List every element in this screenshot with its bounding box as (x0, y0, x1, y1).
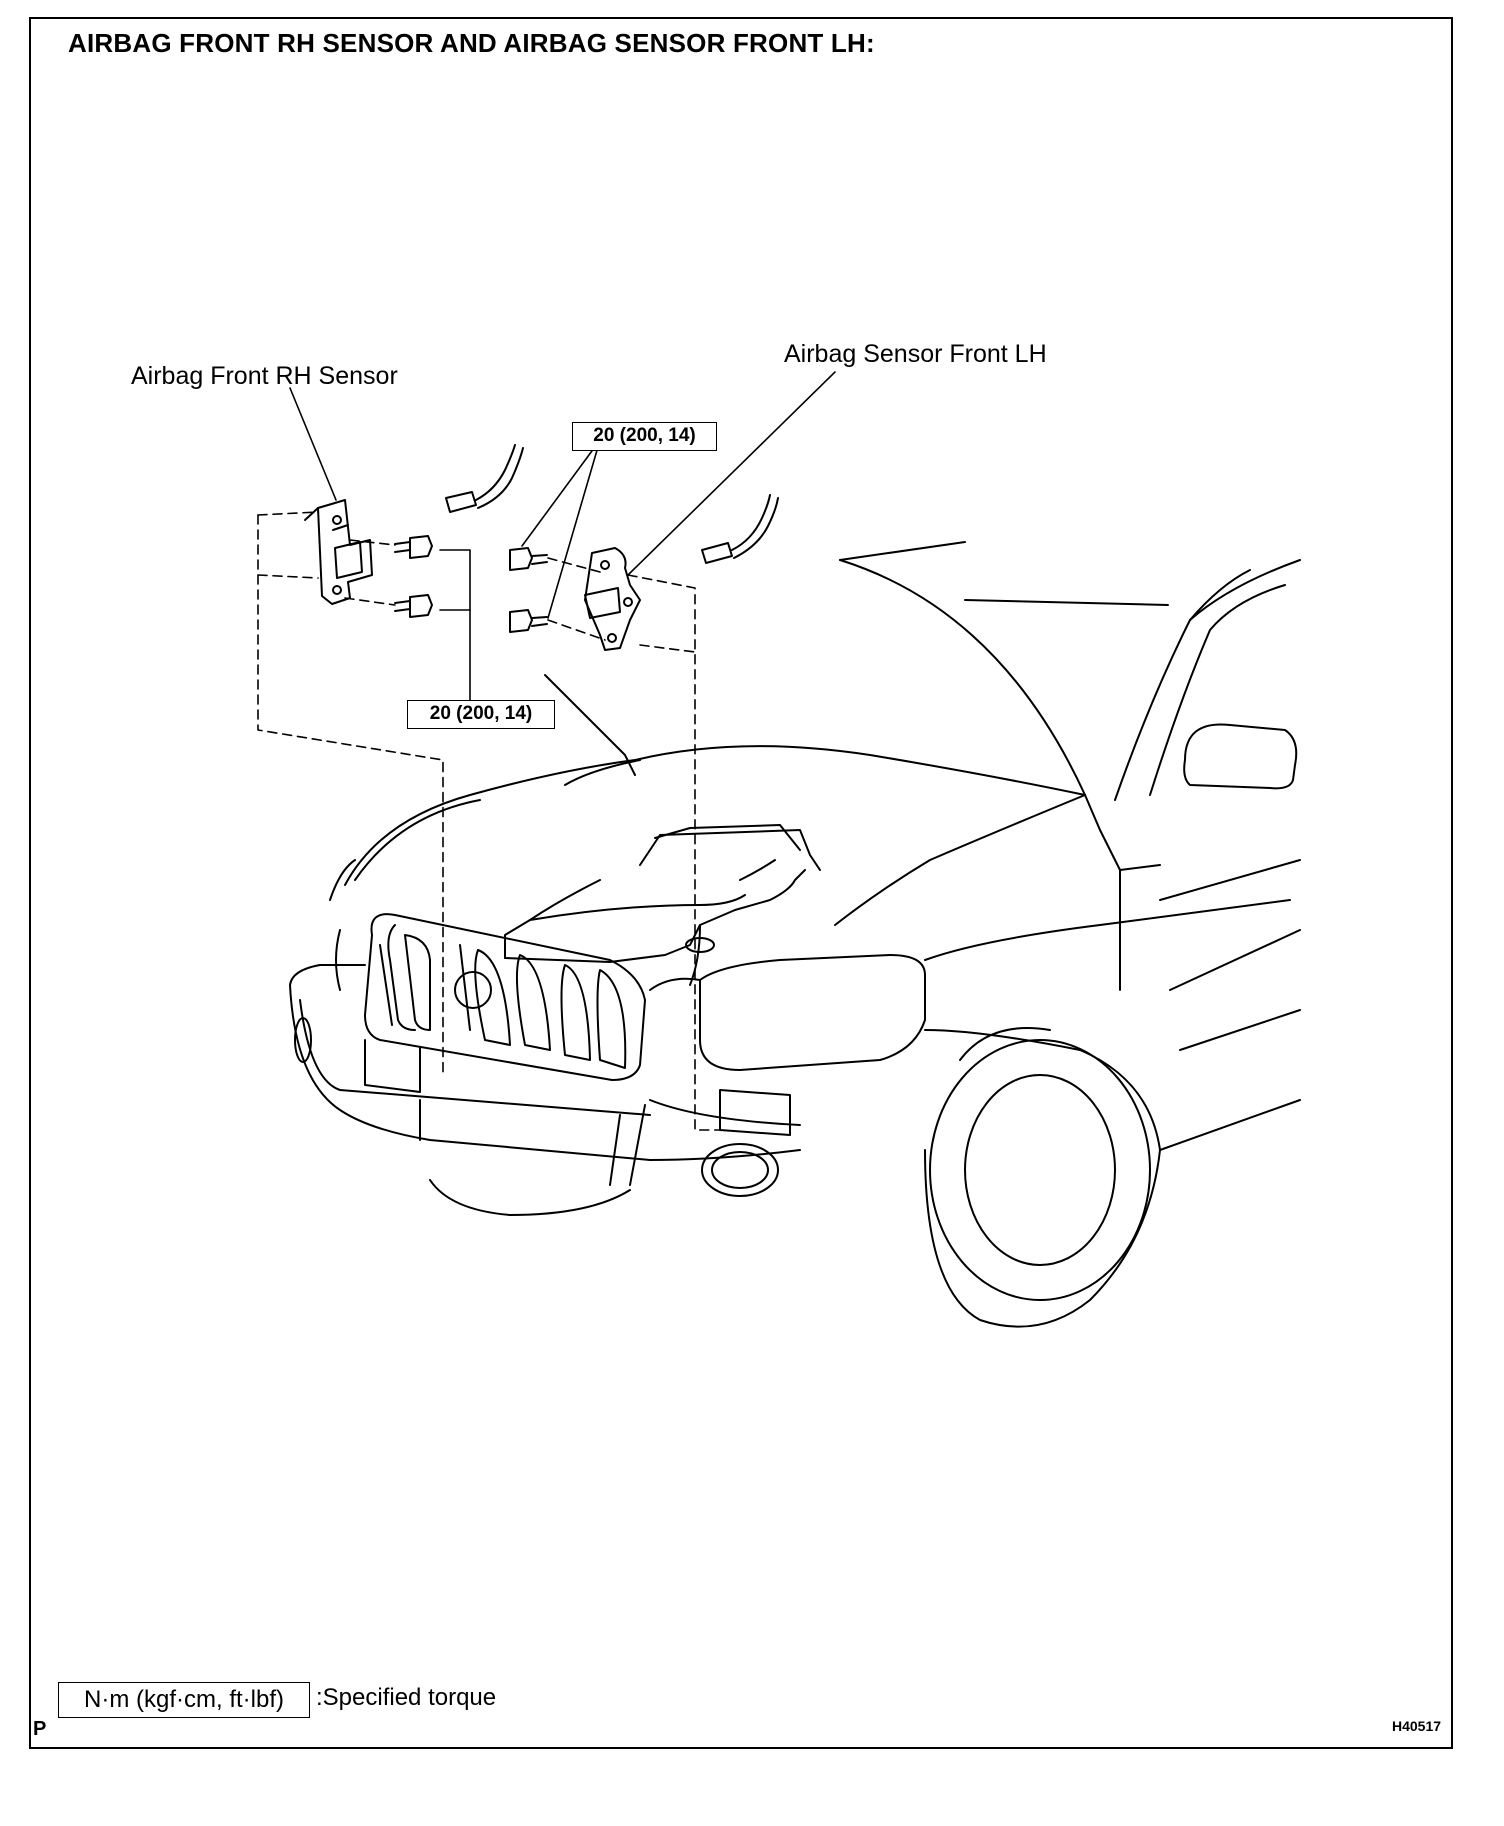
rh-sensor-drawing (304, 444, 524, 618)
figure-code: H40517 (1392, 1718, 1442, 1734)
rh-sensor-label: Airbag Front RH Sensor (131, 362, 398, 390)
lh-sensor-drawing (509, 494, 779, 651)
corner-letter: P (33, 1718, 47, 1740)
vehicle-body (289, 541, 1301, 1328)
installation-lines (257, 511, 721, 1131)
leader-lines (289, 371, 836, 701)
page-frame (29, 17, 1453, 1749)
torque-unit-legend: N·m (kgf·cm, ft·lbf) (58, 1682, 310, 1718)
page-title: AIRBAG FRONT RH SENSOR AND AIRBAG SENSOR… (68, 28, 875, 58)
torque-spec-lower: 20 (200, 14) (407, 700, 555, 729)
torque-spec-upper: 20 (200, 14) (572, 422, 717, 451)
lh-sensor-label: Airbag Sensor Front LH (784, 340, 1047, 368)
torque-legend-text: :Specified torque (316, 1684, 497, 1711)
